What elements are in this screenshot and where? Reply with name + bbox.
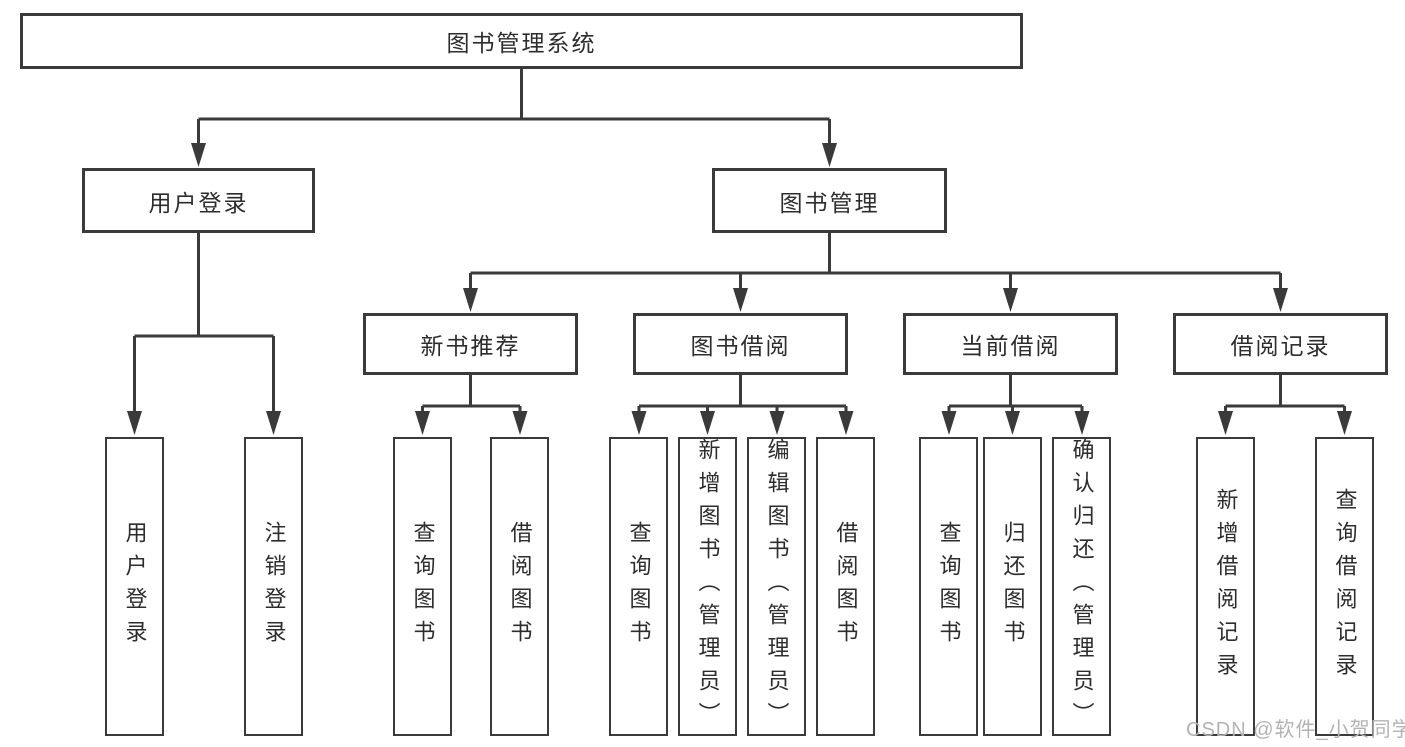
node-library-system: 图书管理系统 <box>20 13 1023 69</box>
leaf-label: 查询图书 <box>936 520 962 653</box>
node-book-borrowing: 图书借阅 <box>633 313 848 375</box>
leaf-query-books-current: 查询图书 <box>919 437 978 736</box>
leaf-return-books: 归还图书 <box>983 437 1042 736</box>
leaf-borrow-books-borrowing: 借阅图书 <box>816 437 875 736</box>
leaf-label: 编辑图书（管理员） <box>764 438 790 735</box>
leaf-add-book-admin: 新增图书（管理员） <box>678 437 737 736</box>
node-label: 借阅记录 <box>1230 333 1331 359</box>
leaf-label: 归还图书 <box>1000 520 1026 653</box>
leaf-logout: 注销登录 <box>244 437 303 736</box>
leaf-label: 借阅图书 <box>833 520 859 653</box>
node-label: 图书借阅 <box>690 333 791 359</box>
node-user-login: 用户登录 <box>82 168 315 233</box>
leaf-query-books-borrowing: 查询图书 <box>609 437 668 736</box>
leaf-label: 新增图书（管理员） <box>695 438 721 735</box>
leaf-label: 确认归还（管理员） <box>1069 438 1095 735</box>
leaf-label: 用户登录 <box>122 520 148 653</box>
leaf-add-borrow-record: 新增借阅记录 <box>1196 437 1255 736</box>
leaf-query-borrow-record: 查询借阅记录 <box>1315 437 1374 736</box>
node-borrowing-records: 借阅记录 <box>1173 313 1388 375</box>
node-book-management: 图书管理 <box>712 168 947 233</box>
node-label: 图书管理系统 <box>446 30 597 56</box>
node-label: 用户登录 <box>148 189 249 216</box>
csdn-watermark: CSDN @软件_小贺同学 <box>1186 719 1405 741</box>
leaf-label: 新增借阅记录 <box>1213 487 1239 686</box>
leaf-label: 查询借阅记录 <box>1332 487 1358 686</box>
leaf-label: 查询图书 <box>410 520 436 653</box>
leaf-label: 查询图书 <box>626 520 652 653</box>
node-label: 新书推荐 <box>420 333 521 359</box>
node-label: 当前借阅 <box>960 333 1061 359</box>
leaf-label: 注销登录 <box>261 520 287 653</box>
leaf-confirm-return-admin: 确认归还（管理员） <box>1052 437 1111 736</box>
leaf-label: 借阅图书 <box>507 520 533 653</box>
node-label: 图书管理 <box>779 189 880 216</box>
leaf-borrow-books-recommend: 借阅图书 <box>490 437 549 736</box>
leaf-edit-book-admin: 编辑图书（管理员） <box>747 437 806 736</box>
node-new-book-recommendation: 新书推荐 <box>363 313 578 375</box>
node-current-borrowing: 当前借阅 <box>903 313 1118 375</box>
leaf-query-books-recommend: 查询图书 <box>393 437 452 736</box>
leaf-user-login: 用户登录 <box>105 437 164 736</box>
